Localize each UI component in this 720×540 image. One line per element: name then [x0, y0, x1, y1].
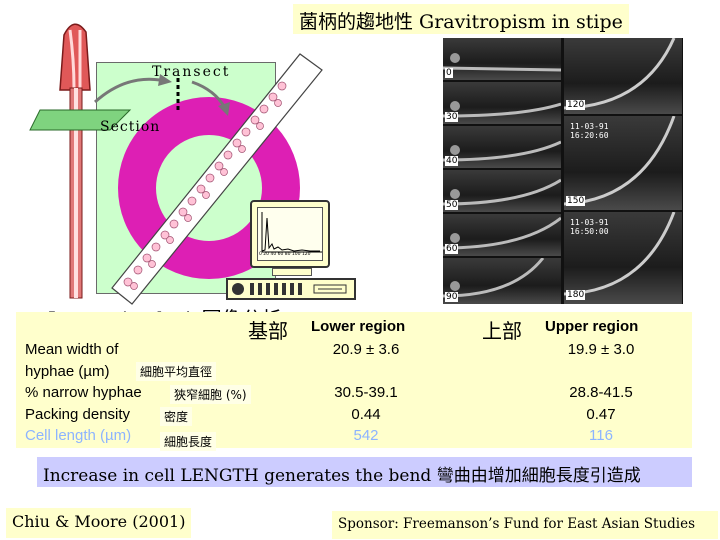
photo-label: 50: [445, 200, 459, 210]
monitor: 0 20 40 60 80 100 120: [250, 200, 330, 268]
photo-label: 120: [566, 100, 586, 110]
upper-region-cjk-header: 上部: [478, 313, 526, 343]
photo-label: 0: [445, 68, 453, 78]
section-label: Section: [100, 119, 161, 135]
lower-region-cjk-header: 基部: [244, 313, 292, 343]
upper-value-narrow: 28.8-41.5: [569, 384, 633, 401]
upper-value-width: 19.9 ± 3.0: [567, 341, 635, 358]
photo-label: 90: [445, 292, 459, 302]
sponsor-note: Sponsor: Freemanson’s Fund for East Asia…: [332, 511, 718, 539]
lower-value-width: 20.9 ± 3.6: [332, 341, 400, 358]
photo-50: 50: [443, 170, 561, 212]
photo-label: 180: [566, 290, 586, 300]
graph-tick-labels: 0 20 40 60 80 100 120: [259, 252, 311, 257]
transect-label: Transect: [152, 64, 231, 80]
gravitropism-photo-sequence: 0 30 40 50 60 90 120 11-03-91 16:20:60 1…: [443, 38, 683, 304]
photo-150: 11-03-91 16:20:60 150: [564, 116, 682, 210]
photo-120: 120: [564, 38, 682, 114]
photo-40: 40: [443, 126, 561, 168]
timestamp-1: 11-03-91 16:20:60: [570, 122, 609, 140]
row-label-density: Packing density: [25, 406, 131, 423]
row-label-width-unit: hyphae (µm): [25, 363, 110, 380]
keyboard: [226, 278, 356, 300]
photo-label: 40: [445, 156, 459, 166]
row-cjk-narrow: 狹窄細胞 (%): [170, 385, 251, 404]
keyboard-keys: [232, 283, 347, 295]
photo-90: 90: [443, 258, 561, 304]
timestamp-2: 11-03-91 16:50:00: [570, 218, 609, 236]
upper-value-density: 0.47: [586, 406, 616, 423]
lower-value-density: 0.44: [351, 406, 381, 423]
row-cjk-length: 細胞長度: [160, 432, 217, 451]
lower-region-header: Lower region: [311, 318, 406, 335]
row-cjk-width: 細胞平均直徑: [136, 362, 217, 381]
photo-180: 11-03-91 16:50:00 180: [564, 212, 682, 304]
row-cjk-density: 密度: [160, 407, 193, 426]
monitor-base: [272, 268, 312, 276]
photo-30: 30: [443, 82, 561, 124]
illustration-drawing: [29, 23, 323, 305]
row-label-width: Mean width of: [25, 341, 119, 358]
conclusion-banner: Increase in cell LENGTH generates the be…: [37, 457, 692, 487]
row-label-narrow: % narrow hyphae: [25, 384, 142, 401]
row-label-length: Cell length (µm): [25, 427, 132, 444]
citation: Chiu & Moore (2001): [6, 508, 192, 538]
lower-value-narrow: 30.5-39.1: [334, 384, 398, 401]
photo-label: 60: [445, 244, 459, 254]
photo-0: 0: [443, 38, 561, 80]
upper-region-header: Upper region: [545, 318, 639, 335]
comparison-table: [16, 312, 692, 448]
photo-60: 60: [443, 214, 561, 256]
page-title: 菌柄的趨地性 Gravitropism in stipe: [293, 4, 629, 34]
photo-label: 30: [445, 112, 459, 122]
histogram-graph: [261, 212, 322, 253]
upper-value-length: 116: [589, 427, 613, 444]
photo-label: 150: [566, 196, 586, 206]
monitor-screen: 0 20 40 60 80 100 120: [257, 207, 323, 261]
stipe-illustration: Transect Section 0 20 40 60 80 100 120 I…: [0, 20, 440, 331]
lower-value-length: 542: [353, 427, 379, 444]
